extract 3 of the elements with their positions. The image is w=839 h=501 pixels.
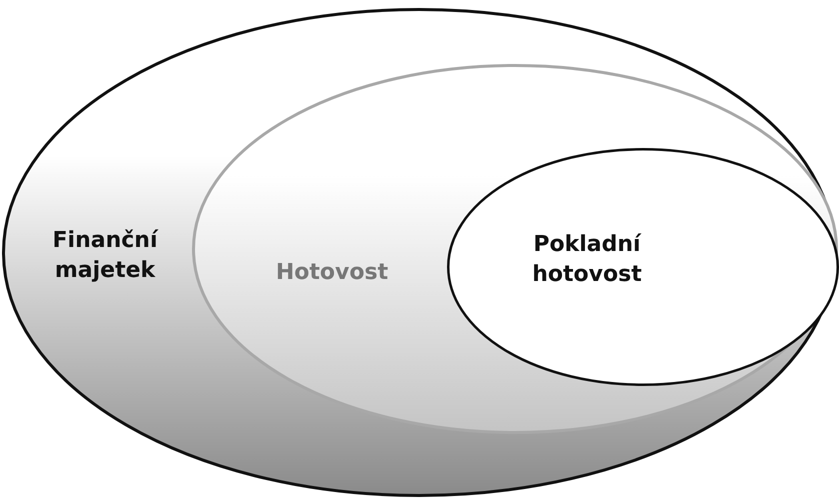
- set-label: Hotovost: [274, 259, 390, 287]
- set-label: Finanční majetek: [52, 227, 160, 285]
- set-label: Pokladní hotovost: [531, 231, 643, 289]
